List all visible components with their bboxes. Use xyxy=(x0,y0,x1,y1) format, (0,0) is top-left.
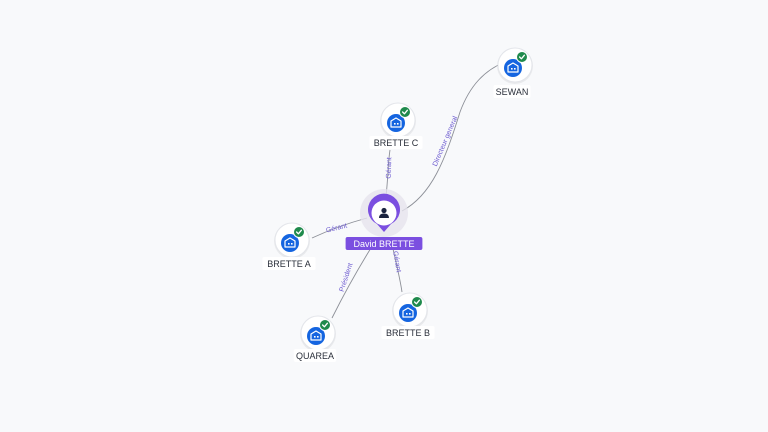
company-node-quarea[interactable]: QUAREA xyxy=(293,315,337,362)
company-building-icon xyxy=(307,327,325,345)
company-label-bg xyxy=(369,136,423,149)
verified-check-icon xyxy=(411,296,423,308)
company-building-icon xyxy=(387,114,405,132)
company-name: BRETTE C xyxy=(374,138,419,148)
edges-layer: Directeur generalGérantGérantGérantPrési… xyxy=(311,61,506,319)
relation-label-brette-c: Gérant xyxy=(386,157,394,179)
company-building-icon xyxy=(281,234,299,252)
company-name: QUAREA xyxy=(296,351,334,361)
relation-label-brette-a: Gérant xyxy=(325,223,348,235)
company-label-bg xyxy=(293,349,337,362)
verified-check-icon xyxy=(293,226,305,238)
company-node-brette-c[interactable]: BRETTE C xyxy=(369,102,423,149)
verified-check-icon xyxy=(399,106,411,118)
verified-check-icon xyxy=(319,319,331,331)
relation-edge-quarea xyxy=(331,239,377,319)
center-person-node[interactable]: David BRETTE xyxy=(345,189,423,250)
person-name: David BRETTE xyxy=(353,239,414,249)
relation-edge-sewan xyxy=(401,61,506,212)
company-node-brette-b[interactable]: BRETTE B xyxy=(381,292,435,339)
company-building-icon xyxy=(399,304,417,322)
company-building-icon xyxy=(504,59,522,77)
person-icon xyxy=(379,207,389,218)
company-node-sewan[interactable]: SEWAN xyxy=(493,47,534,98)
company-name: SEWAN xyxy=(496,87,529,97)
relation-label-sewan: Directeur general xyxy=(432,115,460,168)
company-name: BRETTE B xyxy=(386,328,430,338)
company-label-bg xyxy=(262,257,316,270)
verified-check-icon xyxy=(516,51,528,63)
company-name: BRETTE A xyxy=(267,259,311,269)
nodes-layer: SEWAN BRETTE C BRETTE A BRETTE B QUAREA xyxy=(262,47,534,362)
company-node-brette-a[interactable]: BRETTE A xyxy=(262,222,316,270)
company-label-bg xyxy=(381,326,435,339)
relation-label-brette-b: Gérant xyxy=(391,251,402,273)
relation-label-quarea: Président xyxy=(339,262,355,292)
person-label-bg xyxy=(345,237,423,250)
company-label-bg xyxy=(493,85,531,98)
